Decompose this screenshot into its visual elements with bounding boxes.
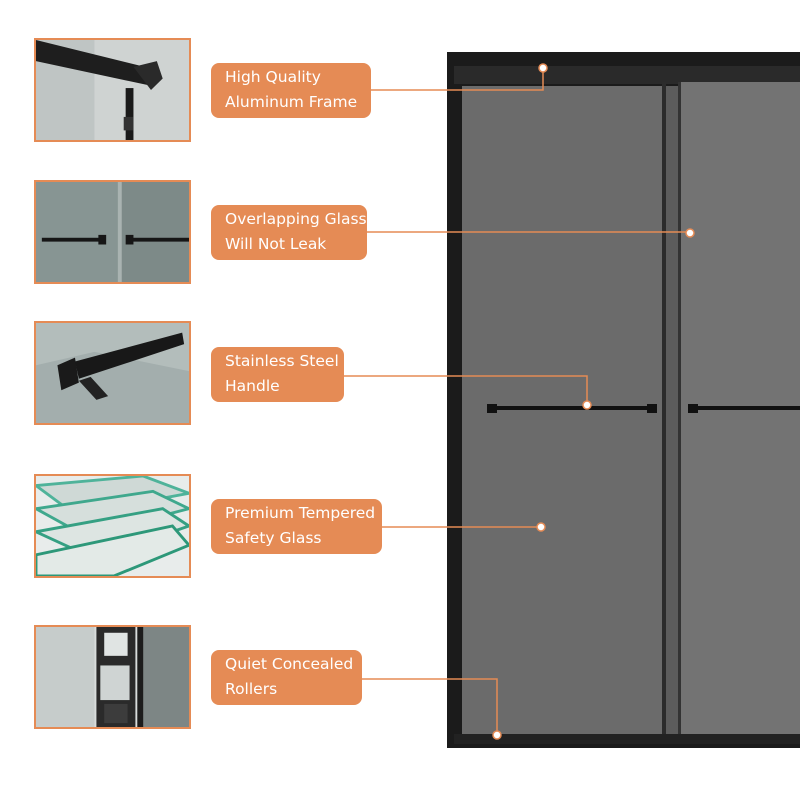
feature-label-overlap: Overlapping Glass Will Not Leak bbox=[211, 205, 367, 260]
feature-label-line: Premium Tempered bbox=[225, 504, 376, 522]
feature-label-line: Aluminum Frame bbox=[225, 93, 358, 111]
callout-dot-glass bbox=[536, 522, 546, 532]
callout-dot-frame bbox=[538, 63, 548, 73]
feature-label-line: Rollers bbox=[225, 680, 278, 698]
feature-label-line: Will Not Leak bbox=[225, 235, 327, 253]
feature-label-rollers: Quiet Concealed Rollers bbox=[211, 650, 362, 705]
feature-label-handle: Stainless Steel Handle bbox=[211, 347, 344, 402]
overlapping-glass-closeup-icon bbox=[34, 180, 191, 284]
feature-label-line: Quiet Concealed bbox=[225, 655, 354, 673]
stainless-handle-closeup-icon bbox=[34, 321, 191, 425]
feature-label-frame: High Quality Aluminum Frame bbox=[211, 63, 371, 118]
connector-lines bbox=[344, 68, 690, 735]
front-handle bbox=[487, 404, 657, 413]
panel-edge bbox=[662, 82, 666, 738]
feature-label-line: Stainless Steel bbox=[225, 352, 339, 370]
feature-label-glass: Premium Tempered Safety Glass bbox=[211, 499, 382, 554]
overlap-seam bbox=[664, 86, 680, 738]
callout-dot-rollers bbox=[492, 730, 502, 740]
feature-label-line: High Quality bbox=[225, 68, 321, 86]
bottom-track bbox=[454, 734, 800, 744]
callout-dot-overlap bbox=[685, 228, 695, 238]
top-track bbox=[454, 66, 800, 84]
concealed-roller-closeup-icon bbox=[34, 625, 191, 729]
feature-label-line: Safety Glass bbox=[225, 529, 322, 547]
tempered-glass-edge-closeup-icon bbox=[34, 474, 191, 578]
callout-dot-handle bbox=[582, 400, 592, 410]
feature-label-line: Handle bbox=[225, 377, 280, 395]
back-handle bbox=[688, 404, 800, 413]
panel-edge bbox=[678, 82, 681, 738]
aluminum-frame-closeup-icon bbox=[34, 38, 191, 142]
feature-label-line: Overlapping Glass bbox=[225, 210, 367, 228]
